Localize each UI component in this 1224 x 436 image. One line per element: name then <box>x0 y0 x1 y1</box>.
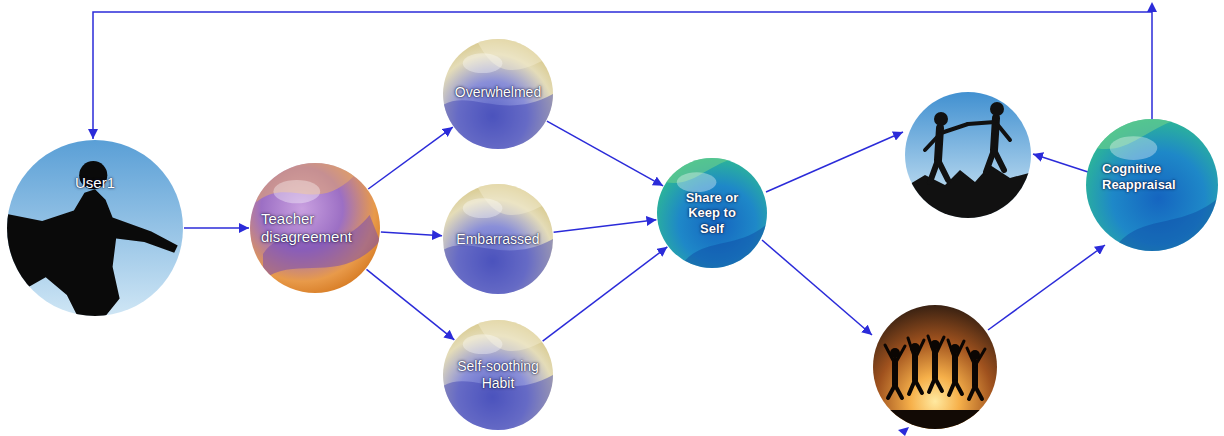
marble-shape <box>443 320 553 430</box>
marble-node: Share or Keep to Self <box>657 158 767 268</box>
marble-shape <box>443 39 553 149</box>
node-label: Self-soothing Habit <box>450 358 546 392</box>
flow-arrow <box>366 269 454 340</box>
helping-picture <box>900 90 1040 220</box>
node-label: Cognitive Reappraisal <box>1102 161 1202 192</box>
flow-arrow <box>547 121 663 186</box>
marble-shape <box>443 184 553 294</box>
marble-node: Self-soothing Habit <box>443 320 553 430</box>
user-circle: User1 <box>7 140 183 316</box>
stray-arrowhead <box>898 427 909 436</box>
node-label: Overwhelmed <box>455 84 541 101</box>
flow-arrow <box>543 247 668 341</box>
node-label: Embarrassed <box>456 231 539 248</box>
flow-arrow <box>184 227 249 229</box>
flow-arrow <box>554 220 657 232</box>
marble-node: Overwhelmed <box>443 39 553 149</box>
flow-arrow <box>93 12 1152 139</box>
marble-shape <box>7 140 183 316</box>
node-label: User1 <box>75 174 115 192</box>
marble-node: Embarrassed <box>443 184 553 294</box>
jumping-picture <box>870 300 1000 435</box>
flow-arrow <box>381 232 442 236</box>
marble-shape <box>250 163 380 293</box>
node-label: Teacher disagreement <box>261 210 369 246</box>
route-arrowhead <box>1147 2 1157 12</box>
marble-shape <box>657 158 767 268</box>
marble-node: Teacher disagreement <box>250 163 380 293</box>
marble-shape <box>1086 119 1218 251</box>
marble-node: Cognitive Reappraisal <box>1086 119 1218 251</box>
node-shape <box>7 140 183 316</box>
flow-arrow <box>368 127 453 189</box>
node-label: Share or Keep to Self <box>676 190 748 237</box>
picture-arrows <box>762 132 1105 335</box>
